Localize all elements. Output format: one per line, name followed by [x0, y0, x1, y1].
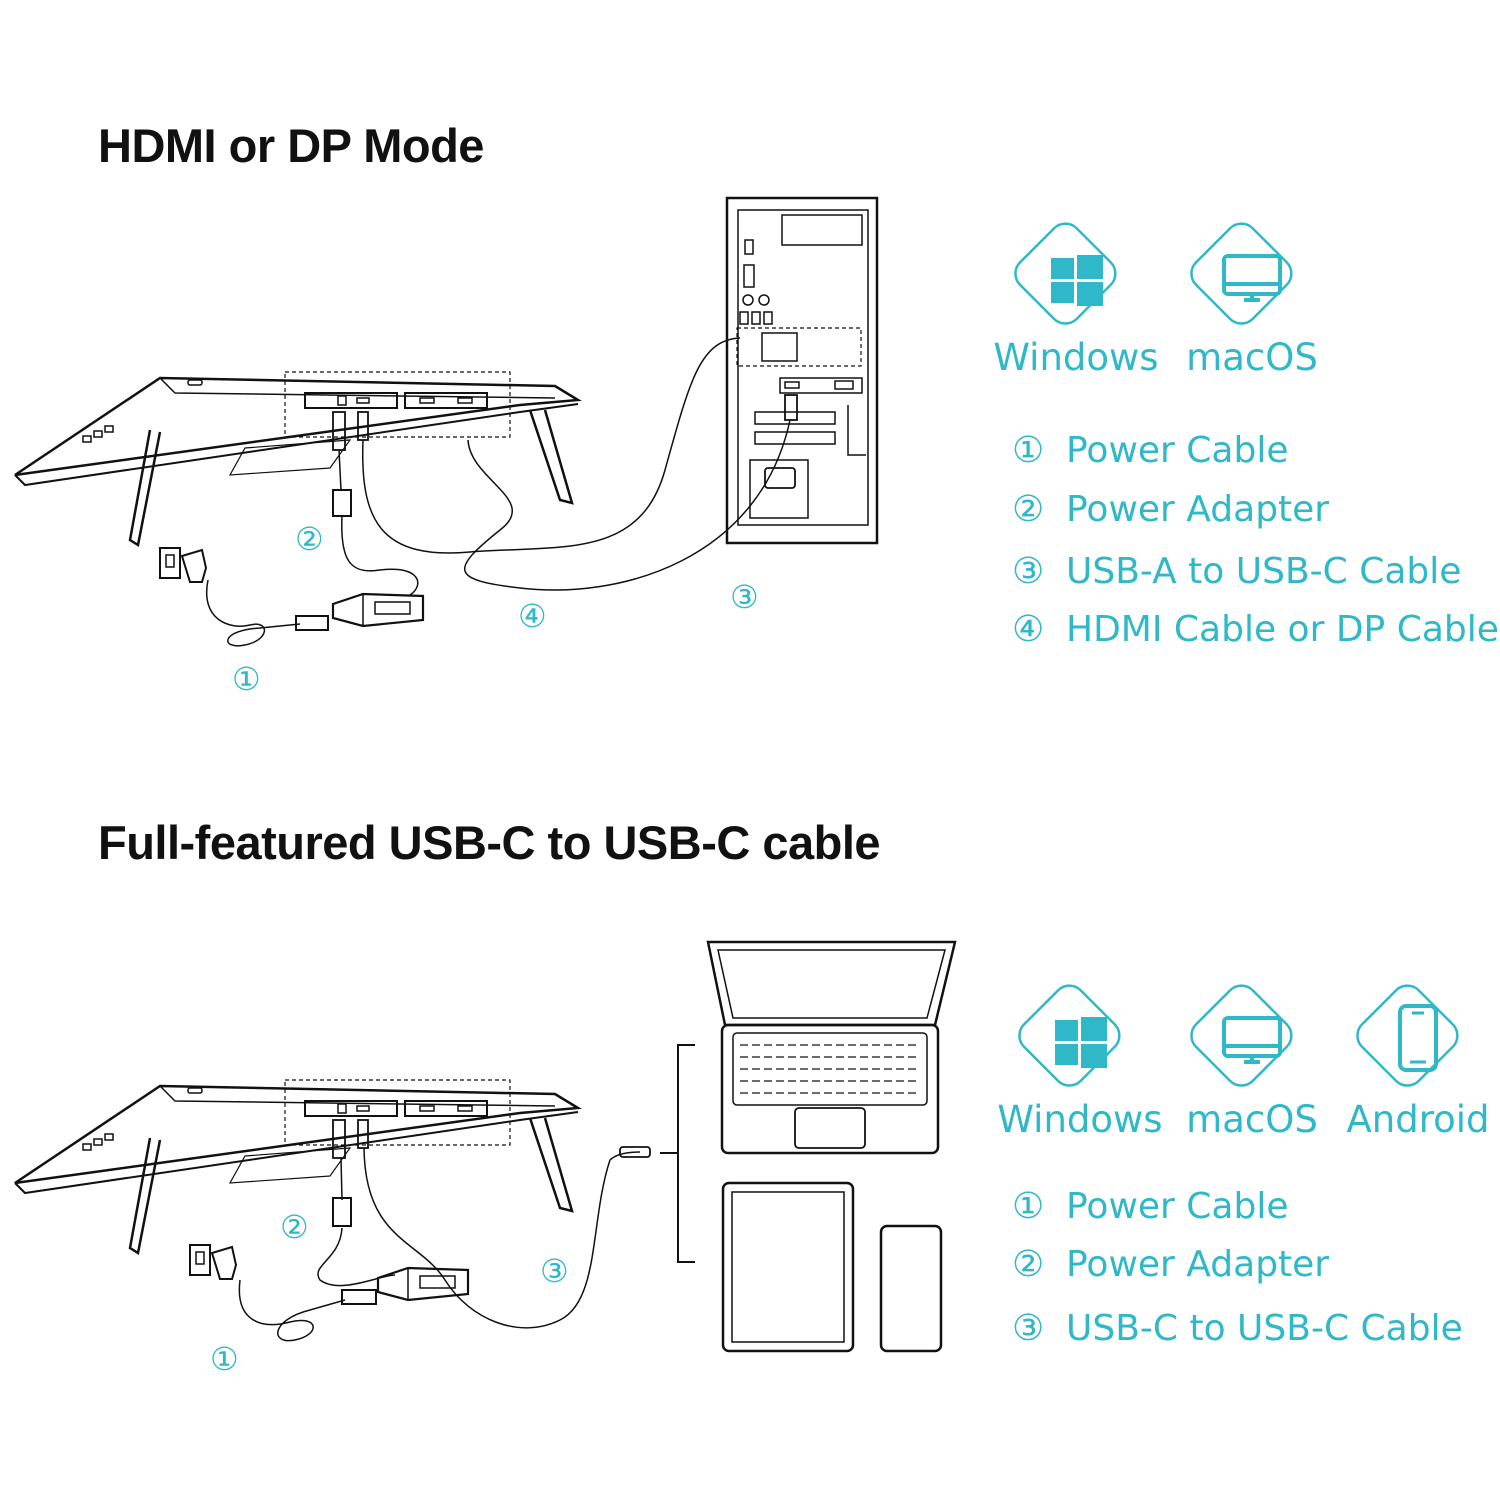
legend-text: Power Adapter [1066, 1244, 1330, 1285]
os-badge-macos-2: macOS [1182, 980, 1322, 1141]
legend-item: ② Power Adapter [1012, 489, 1329, 530]
os-label: Windows [997, 1098, 1163, 1141]
windows-icon [1018, 984, 1121, 1087]
callout-power-adapter-2: ② [280, 1208, 309, 1246]
os-badge-windows-2: Windows [997, 980, 1163, 1141]
wall-outlet-2 [189, 1244, 237, 1280]
legend-num: ④ [1012, 609, 1045, 650]
wall-outlet-1 [159, 547, 207, 583]
os-label: Windows [993, 336, 1159, 379]
os-badge-android-2: Android [1346, 980, 1490, 1141]
laptop [706, 940, 957, 1155]
legend-num: ③ [1012, 551, 1045, 592]
legend-item: ② Power Adapter [1012, 1244, 1329, 1285]
legend-item: ③ USB-A to USB-C Cable [1012, 551, 1461, 592]
callout-hdmi-cable-1: ④ [518, 597, 547, 635]
callout-power-cable-1: ① [232, 660, 261, 698]
power-adapter-1 [331, 592, 425, 628]
power-adapter-2 [376, 1266, 470, 1302]
callout-usb-cable-1: ③ [730, 578, 759, 616]
smartphone [879, 1224, 943, 1353]
os-label: Android [1346, 1098, 1490, 1141]
legend-text: Power Adapter [1066, 489, 1330, 530]
monitor-icon [1190, 222, 1293, 325]
callout-usb-c-cable-2: ③ [540, 1252, 569, 1290]
os-badge-windows-1: Windows [993, 218, 1159, 379]
legend-item: ③ USB-C to USB-C Cable [1012, 1308, 1463, 1349]
section-title-hdmi-dp: HDMI or DP Mode [98, 119, 484, 172]
windows-icon [1014, 222, 1117, 325]
legend-text: Power Cable [1066, 430, 1289, 471]
legend-item: ④ HDMI Cable or DP Cable [1012, 609, 1499, 650]
os-label: macOS [1186, 1098, 1318, 1141]
tablet-device [721, 1181, 855, 1353]
monitor-icon [1190, 984, 1293, 1087]
legend-text: USB-C to USB-C Cable [1066, 1308, 1463, 1349]
legend-text: Power Cable [1066, 1186, 1289, 1227]
legend-num: ③ [1012, 1308, 1045, 1349]
legend-num: ② [1012, 489, 1045, 530]
callout-power-cable-2: ① [210, 1340, 239, 1378]
legend-num: ① [1012, 430, 1045, 471]
phone-icon [1356, 984, 1459, 1087]
os-label: macOS [1186, 336, 1318, 379]
legend-item: ① Power Cable [1012, 430, 1289, 471]
legend-num: ② [1012, 1244, 1045, 1285]
legend-item: ① Power Cable [1012, 1186, 1289, 1227]
os-badge-macos-1: macOS [1182, 218, 1322, 379]
legend-text: USB-A to USB-C Cable [1066, 551, 1462, 592]
legend-num: ① [1012, 1186, 1045, 1227]
section-title-usb-c: Full-featured USB-C to USB-C cable [98, 816, 881, 869]
callout-power-adapter-1: ② [295, 520, 324, 558]
desktop-pc [725, 196, 879, 545]
legend-text: HDMI Cable or DP Cable [1066, 609, 1499, 650]
